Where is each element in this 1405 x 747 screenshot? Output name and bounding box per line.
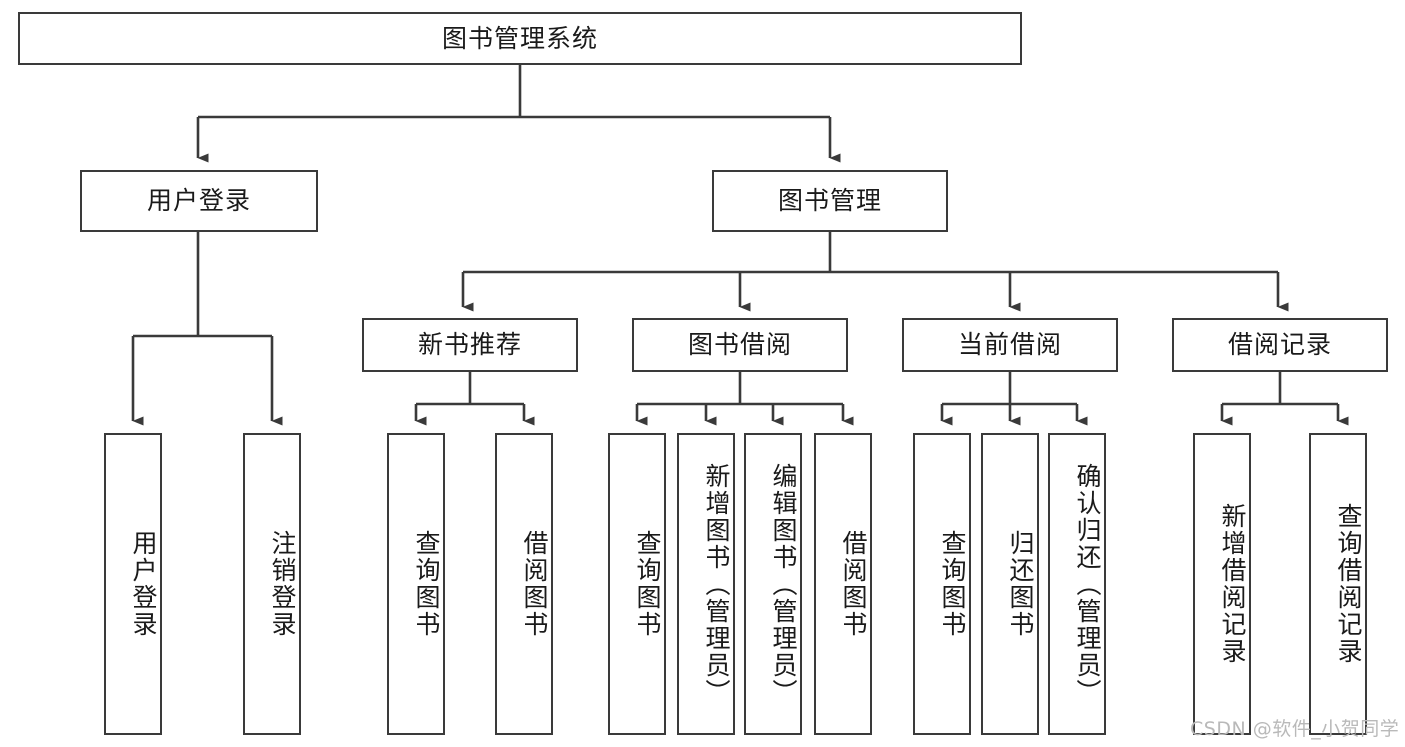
node-leaf-logout[interactable]: 注销登录 [243, 433, 301, 735]
edges-newbook-to-leaves [414, 372, 535, 426]
node-leaf-add-borrow-record[interactable]: 新增借阅记录 [1193, 433, 1251, 735]
node-leaf-add-book-admin[interactable]: 新增图书（管理员） [677, 433, 735, 735]
node-label: 借阅图书 [839, 530, 868, 638]
node-label: 查询图书 [938, 530, 967, 638]
edges-userlogin-to-leaves [131, 232, 283, 426]
node-user-login[interactable]: 用户登录 [80, 170, 318, 232]
node-leaf-query-borrow-record[interactable]: 查询借阅记录 [1309, 433, 1367, 735]
node-leaf-confirm-return-admin[interactable]: 确认归还（管理员） [1048, 433, 1106, 735]
csdn-watermark: CSDN @软件_小贺同学 [1190, 718, 1400, 740]
node-label: 查询借阅记录 [1334, 503, 1363, 665]
node-leaf-query-book-newbook[interactable]: 查询图书 [387, 433, 445, 735]
node-label: 借阅图书 [520, 530, 549, 638]
node-label: 当前借阅 [957, 330, 1062, 360]
node-leaf-query-book-borrow[interactable]: 查询图书 [608, 433, 666, 735]
edges-borrow-to-leaves [635, 372, 854, 426]
node-leaf-query-book-current[interactable]: 查询图书 [913, 433, 971, 735]
edges-root-to-level2 [196, 65, 841, 163]
node-label: 新书推荐 [417, 330, 522, 360]
edges-bookmgmt-to-level3 [461, 232, 1289, 312]
edges-current-to-leaves [940, 372, 1088, 426]
node-label: 新增图书（管理员） [702, 462, 731, 706]
node-label: 图书借阅 [687, 330, 792, 360]
node-new-book-recommendation[interactable]: 新书推荐 [362, 318, 578, 372]
node-borrowing-records[interactable]: 借阅记录 [1172, 318, 1388, 372]
node-label: 用户登录 [129, 530, 158, 638]
node-book-management[interactable]: 图书管理 [712, 170, 948, 232]
node-label: 用户登录 [146, 186, 251, 216]
edges-records-to-leaves [1220, 372, 1349, 426]
node-root-book-management-system[interactable]: 图书管理系统 [18, 12, 1022, 65]
node-book-borrowing[interactable]: 图书借阅 [632, 318, 848, 372]
node-label: 注销登录 [268, 530, 297, 638]
node-label: 借阅记录 [1227, 330, 1332, 360]
node-label: 图书管理 [777, 186, 882, 216]
node-label: 新增借阅记录 [1218, 503, 1247, 665]
node-label: 查询图书 [633, 530, 662, 638]
node-label: 归还图书 [1006, 530, 1035, 638]
node-leaf-borrow-book[interactable]: 借阅图书 [814, 433, 872, 735]
node-current-borrowing[interactable]: 当前借阅 [902, 318, 1118, 372]
node-label: 图书管理系统 [441, 23, 598, 53]
node-label: 查询图书 [412, 530, 441, 638]
node-leaf-return-book[interactable]: 归还图书 [981, 433, 1039, 735]
node-leaf-edit-book-admin[interactable]: 编辑图书（管理员） [744, 433, 802, 735]
node-label: 编辑图书（管理员） [769, 462, 798, 706]
node-leaf-borrow-book-newbook[interactable]: 借阅图书 [495, 433, 553, 735]
node-label: 确认归还（管理员） [1073, 462, 1102, 706]
node-leaf-user-login[interactable]: 用户登录 [104, 433, 162, 735]
